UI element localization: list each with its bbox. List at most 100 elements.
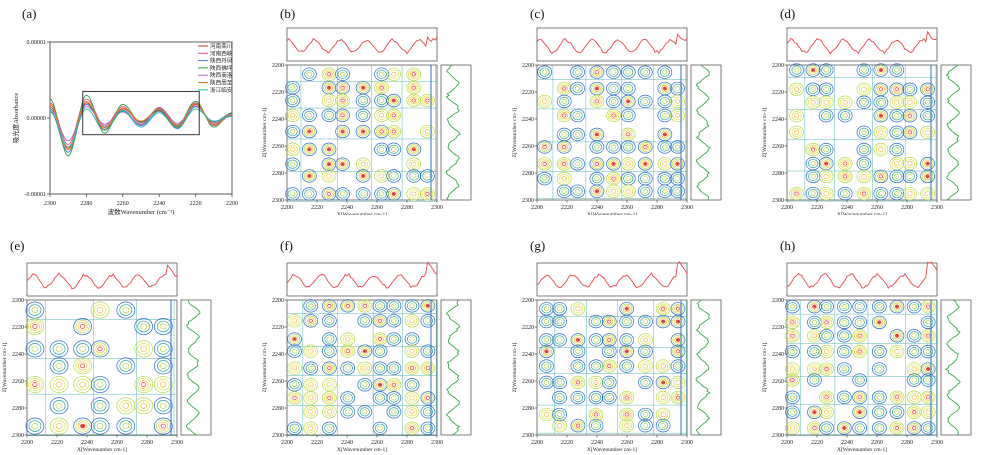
contour-ring — [321, 421, 337, 435]
contour-ring — [821, 423, 832, 433]
contour-ring — [27, 320, 42, 333]
contour-ring — [377, 395, 383, 401]
contour-ring — [907, 113, 913, 118]
contour-ring — [921, 171, 934, 182]
contour-ring — [77, 361, 88, 371]
contour-ring — [821, 65, 832, 75]
contour-layer — [25, 300, 177, 436]
top-spectrum-line — [786, 261, 938, 289]
contour-ring — [406, 423, 418, 434]
contour-ring — [857, 395, 862, 400]
contour-ring — [626, 99, 631, 104]
contour-ring — [556, 423, 563, 429]
y-tick-label: 2240 — [772, 117, 784, 123]
contour-ring — [27, 378, 42, 391]
contour-ring — [340, 98, 345, 103]
contour-ring — [537, 94, 552, 109]
contour-ring — [902, 169, 918, 184]
contour-ring — [588, 359, 604, 373]
contour-ring — [841, 349, 847, 355]
contour-ring — [409, 84, 418, 92]
contour-ring — [858, 145, 870, 155]
contour-ring — [610, 69, 617, 75]
contour-ring — [49, 397, 69, 415]
contour-ring — [303, 170, 316, 181]
contour-ring — [308, 395, 314, 401]
x-tick-label: 2260 — [111, 440, 123, 446]
contour-ring — [812, 426, 817, 430]
contour-ring — [858, 171, 870, 181]
contour-ring — [360, 173, 366, 178]
top-spectrum-line — [286, 261, 438, 289]
contour-ring — [289, 423, 300, 433]
contour-ring — [603, 316, 615, 327]
contour-ring — [860, 190, 868, 198]
contour-ring — [362, 409, 368, 415]
contour-ring — [377, 303, 383, 309]
contour-ring — [355, 157, 371, 171]
contour-ring — [623, 159, 634, 169]
legend-entry: 陕西丹凤 — [210, 57, 233, 65]
contour-ring — [325, 190, 333, 198]
contour-ring — [570, 157, 585, 171]
contour-ring — [889, 186, 905, 201]
x-tick-label: 2260 — [621, 440, 633, 446]
contour-ring — [911, 366, 917, 372]
contour-ring — [637, 94, 653, 109]
contour-peak — [363, 349, 367, 353]
contour-ring — [357, 170, 369, 181]
contour-ring — [657, 140, 673, 154]
contour-ring — [672, 346, 684, 357]
contour-ring — [338, 97, 347, 104]
contour-ring — [55, 402, 63, 409]
contour-ring — [920, 373, 936, 387]
contour-ring — [326, 409, 332, 415]
contour-ring — [924, 129, 931, 135]
contour-ring — [321, 142, 337, 156]
contour-ring — [907, 191, 913, 197]
contour-ring — [386, 361, 402, 375]
contour-ring — [425, 395, 431, 400]
contour-ring — [589, 94, 605, 109]
contour-ring — [49, 417, 69, 435]
contour-ring — [308, 318, 313, 323]
contour-ring — [637, 157, 653, 171]
contour-ring — [76, 343, 90, 355]
contour-ring — [362, 365, 368, 371]
contour-ring — [90, 397, 110, 415]
contour-ring — [342, 393, 353, 403]
contour-ring — [153, 417, 173, 435]
contour-ring — [625, 161, 631, 167]
contour-ring — [906, 128, 914, 136]
contour-ring — [559, 174, 570, 184]
contour-ring — [570, 344, 586, 359]
contour-ring — [924, 365, 933, 373]
contour-ring — [808, 171, 819, 181]
contour-ring — [355, 187, 371, 201]
contour-ring — [287, 144, 298, 154]
contour-ring — [592, 411, 600, 418]
contour-ring — [842, 99, 848, 105]
contour-ring — [575, 348, 581, 354]
contour-ring — [857, 333, 862, 338]
contour-ring — [594, 86, 600, 91]
contour-ring — [823, 86, 829, 92]
contour-ring — [874, 392, 885, 402]
contour-ring — [93, 378, 107, 391]
contour-ring — [911, 349, 917, 355]
contour-ring — [877, 112, 885, 120]
contour-ring — [575, 395, 581, 401]
contour-ring — [588, 407, 604, 422]
contour-ring — [289, 129, 296, 134]
contour-ring — [90, 340, 110, 358]
contour-ring — [358, 189, 369, 199]
contour-ring — [541, 361, 552, 371]
contour-ring — [574, 86, 581, 91]
contour-ring — [359, 363, 370, 373]
contour-ring — [539, 174, 550, 184]
contour-ring — [305, 363, 316, 373]
contour-peak — [926, 162, 930, 165]
contour-ring — [377, 128, 386, 135]
contour-ring — [926, 367, 931, 371]
